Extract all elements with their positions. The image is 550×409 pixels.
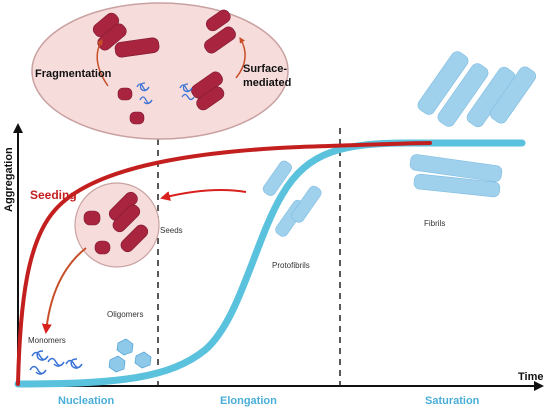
fragmentation-label: Fragmentation (35, 68, 112, 80)
protofibrils-label: Protofibrils (272, 261, 310, 270)
surface-mediated-label-line2: mediated (243, 77, 291, 89)
seeds-label: Seeds (160, 226, 183, 235)
phase-label-saturation: Saturation (425, 395, 480, 407)
y-axis-label: Aggregation (3, 147, 15, 212)
phase-label-elongation: Elongation (220, 395, 277, 407)
fibrils-label: Fibrils (424, 219, 445, 228)
seeding-arrow (160, 189, 247, 201)
surface-mediated-arrow (235, 36, 246, 79)
inset-fragment-seeds (117, 87, 145, 125)
inset-aggregate-right (191, 9, 236, 111)
seeded-curve (16, 141, 432, 386)
inset-aggregate-left (92, 12, 160, 58)
inset-monomers (136, 82, 195, 105)
monomers-label: Monomers (28, 336, 66, 345)
unseeded-curve (14, 139, 526, 388)
monomer-group (29, 350, 83, 375)
seed-aggregates (83, 191, 149, 255)
oligomer-group (108, 338, 152, 373)
seed-to-monomer-arrow (41, 247, 87, 334)
protofibril-group (262, 160, 322, 237)
phase-label-nucleation: Nucleation (58, 395, 115, 407)
surface-mediated-label-line1: Surface- (243, 63, 287, 75)
x-axis-label: Time (518, 371, 543, 383)
seeding-label: Seeding (30, 188, 77, 202)
fragmentation-arrow (96, 38, 109, 87)
oligomers-label: Oligomers (107, 310, 143, 319)
fibril-group (409, 51, 537, 198)
